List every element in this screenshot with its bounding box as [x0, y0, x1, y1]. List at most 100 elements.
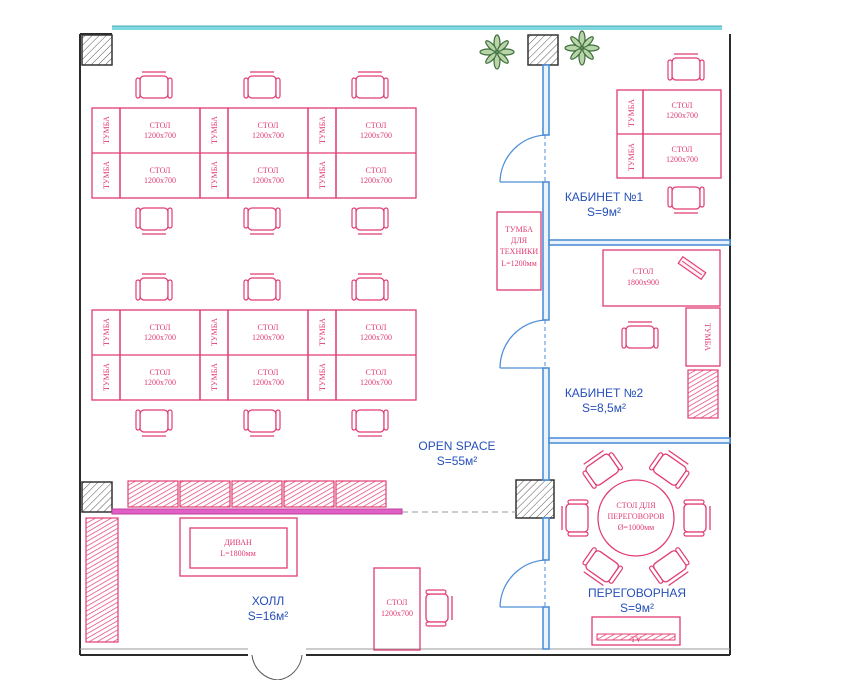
desk-label: СТОЛ: [258, 323, 279, 332]
sofa-size-label: L=1800мм: [220, 549, 256, 558]
desk-label: СТОЛ: [672, 145, 693, 154]
desk-label: СТОЛ: [366, 166, 387, 175]
chair-icon: [425, 589, 453, 627]
desk-label: СТОЛ: [366, 323, 387, 332]
tumba-label: ТУМБА: [102, 318, 111, 346]
cabinet1-area: S=9м²: [587, 205, 621, 219]
chair-icon: [667, 186, 705, 214]
tumba-label: ТУМБА: [318, 363, 327, 391]
desk-label: СТОЛ: [150, 323, 171, 332]
desk-label: СТОЛ: [150, 166, 171, 175]
chair-icon: [351, 71, 389, 99]
outer-walls: [79, 33, 731, 656]
sofa: [179, 517, 298, 577]
big-desk-label: СТОЛ: [633, 267, 654, 276]
shelf: [231, 480, 283, 508]
desk-size-label: 1200х700: [144, 333, 176, 342]
tumba-label: ТУМБА: [210, 318, 219, 346]
chairs: [135, 53, 711, 627]
desk-label: СТОЛ: [387, 598, 408, 607]
cabinet2-label: КАБИНЕТ №2: [565, 386, 644, 400]
tumba-label: ТУМБА: [627, 143, 636, 171]
hall-label: ХОЛЛ: [252, 594, 285, 608]
desk-size-label: 1200х700: [144, 131, 176, 140]
tumba-label: ТУМБА: [102, 116, 111, 144]
chair-icon: [243, 71, 281, 99]
desk-size-label: 1200х700: [144, 378, 176, 387]
cabinet2-furniture: СТОЛ 1800х900 ТУМБА: [602, 249, 721, 419]
doors: [251, 134, 546, 680]
desk-size-label: 1200х700: [144, 176, 176, 185]
tumba-label: ТУМБА: [318, 116, 327, 144]
desk-size-label: 1200х700: [252, 333, 284, 342]
chair-icon: [351, 273, 389, 301]
tumba-label: ТУМБА: [102, 161, 111, 189]
desk-label: СТОЛ: [366, 121, 387, 130]
hall-area: S=16м²: [248, 609, 289, 623]
open-space-label: OPEN SPACE: [418, 439, 495, 453]
cabinet2-area: S=8,5м²: [582, 401, 626, 415]
desk-label: СТОЛ: [258, 166, 279, 175]
desk-size-label: 1200х700: [252, 378, 284, 387]
chair-icon: [648, 449, 690, 489]
tumba-label: ТУМБА: [210, 161, 219, 189]
shelf-row: [127, 480, 387, 508]
desk-size-label: 1200х700: [666, 111, 698, 120]
chair-icon: [135, 71, 173, 99]
shelf: [179, 480, 231, 508]
shelf: [687, 369, 719, 419]
sofa-label: ДИВАН: [224, 538, 252, 547]
tumba-label: ТУМБА: [102, 363, 111, 391]
chair-icon: [351, 207, 389, 235]
chair-icon: [135, 207, 173, 235]
chair-icon: [243, 409, 281, 437]
room-labels: OPEN SPACE S=55м² КАБИНЕТ №1 S=9м² КАБИН…: [248, 190, 686, 623]
meeting-area: S=9м²: [620, 601, 654, 615]
chair-icon: [351, 409, 389, 437]
chair-icon: [135, 273, 173, 301]
meeting-table: [597, 479, 675, 557]
chair-icon: [243, 273, 281, 301]
tumba-label: ТУМБА: [627, 99, 636, 127]
hall-furniture: ДИВАН L=1800мм СТОЛ 1200х700: [85, 517, 421, 651]
desk-size-label: 1200х700: [252, 176, 284, 185]
chair-icon: [561, 499, 589, 537]
chair-icon: [621, 321, 659, 349]
tech-cabinet-line4: L=1200мм: [501, 259, 537, 268]
shelf: [127, 480, 179, 508]
desk-label: СТОЛ: [150, 121, 171, 130]
meeting-furniture: СТОЛ ДЛЯ ПЕРЕГОВОРОВ Ø=1000мм TV: [591, 479, 681, 646]
desk-size-label: 1200х700: [252, 131, 284, 140]
shelf: [283, 480, 335, 508]
wardrobe: [85, 517, 119, 643]
chair-icon: [667, 53, 705, 81]
chair-icon: [582, 449, 624, 489]
tumba-label: ТУМБА: [703, 323, 712, 351]
desk-label: СТОЛ: [150, 368, 171, 377]
chair-icon: [135, 409, 173, 437]
tumba-label: ТУМБА: [318, 318, 327, 346]
tech-cabinet-line3: ТЕХНИКИ: [500, 247, 538, 256]
chair-icon: [683, 499, 711, 537]
desk-label: СТОЛ: [366, 368, 387, 377]
desk-size-label: 1200х700: [666, 155, 698, 164]
tumba-label: ТУМБА: [210, 116, 219, 144]
partitions: [111, 64, 731, 650]
shelf: [335, 480, 387, 508]
open-space-area: S=55м²: [437, 454, 478, 468]
chair-icon: [243, 207, 281, 235]
meeting-table-line2: ПЕРЕГОВОРОВ: [608, 512, 665, 521]
meeting-label: ПЕРЕГОВОРНАЯ: [588, 586, 686, 600]
desk-label: СТОЛ: [672, 101, 693, 110]
desk-size-label: 1200х700: [360, 333, 392, 342]
tv-stand: [591, 616, 681, 646]
chair-icon: [648, 547, 690, 587]
desk-size-label: 1200х700: [381, 609, 413, 618]
